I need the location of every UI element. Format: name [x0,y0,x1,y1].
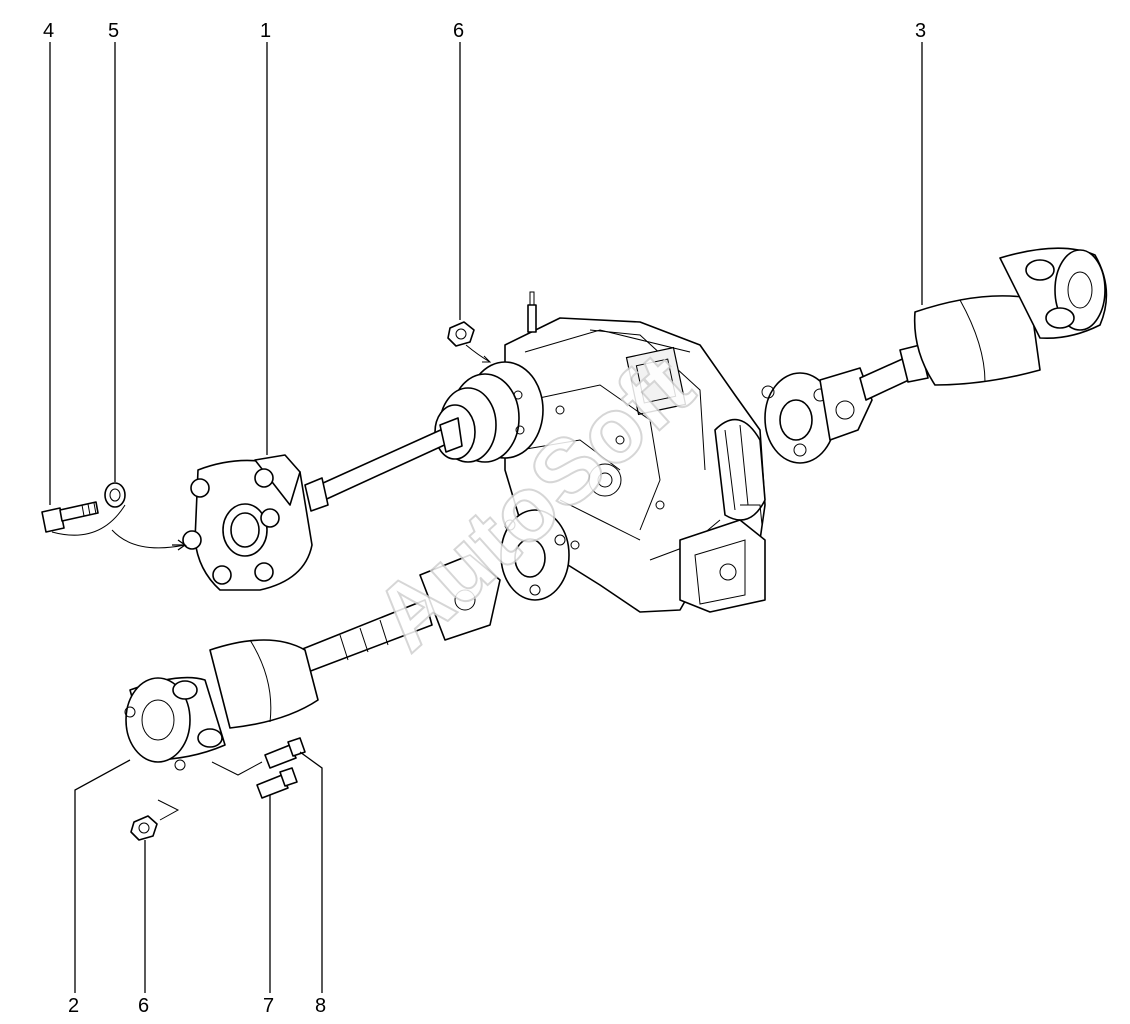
nut-6-top [447,321,475,347]
assembly-bracket-7-8 [211,761,263,776]
callout-6-top: 6 [453,20,464,42]
arrow-to-coupling [172,539,188,551]
bolt-4 [41,501,99,533]
callout-4: 4 [43,20,54,42]
bolt-8 [264,737,306,769]
callout-8: 8 [315,995,326,1017]
flexible-coupling-1 [182,454,313,591]
callouts: 4 5 1 6 3 2 6 7 8 [43,20,926,1017]
callout-7: 7 [263,995,274,1017]
arrow-nut-6 [465,344,492,363]
nut-6-bottom [130,815,158,841]
callout-3: 3 [915,20,926,42]
leader-lines [49,42,923,993]
transfer-case [504,291,766,613]
callout-2: 2 [68,995,79,1017]
callout-1: 1 [260,20,271,42]
callout-6-bottom: 6 [138,995,149,1017]
assembly-bracket-6 [157,799,180,821]
rear-shaft-3 [761,247,1108,464]
front-shaft-1 [304,417,463,512]
nut-5 [104,482,126,508]
front-shaft-2 [124,509,570,771]
front-output-boot [434,361,544,463]
assembly-path-4-5 [51,504,186,549]
callout-5: 5 [108,20,119,42]
bolt-7 [256,767,298,799]
